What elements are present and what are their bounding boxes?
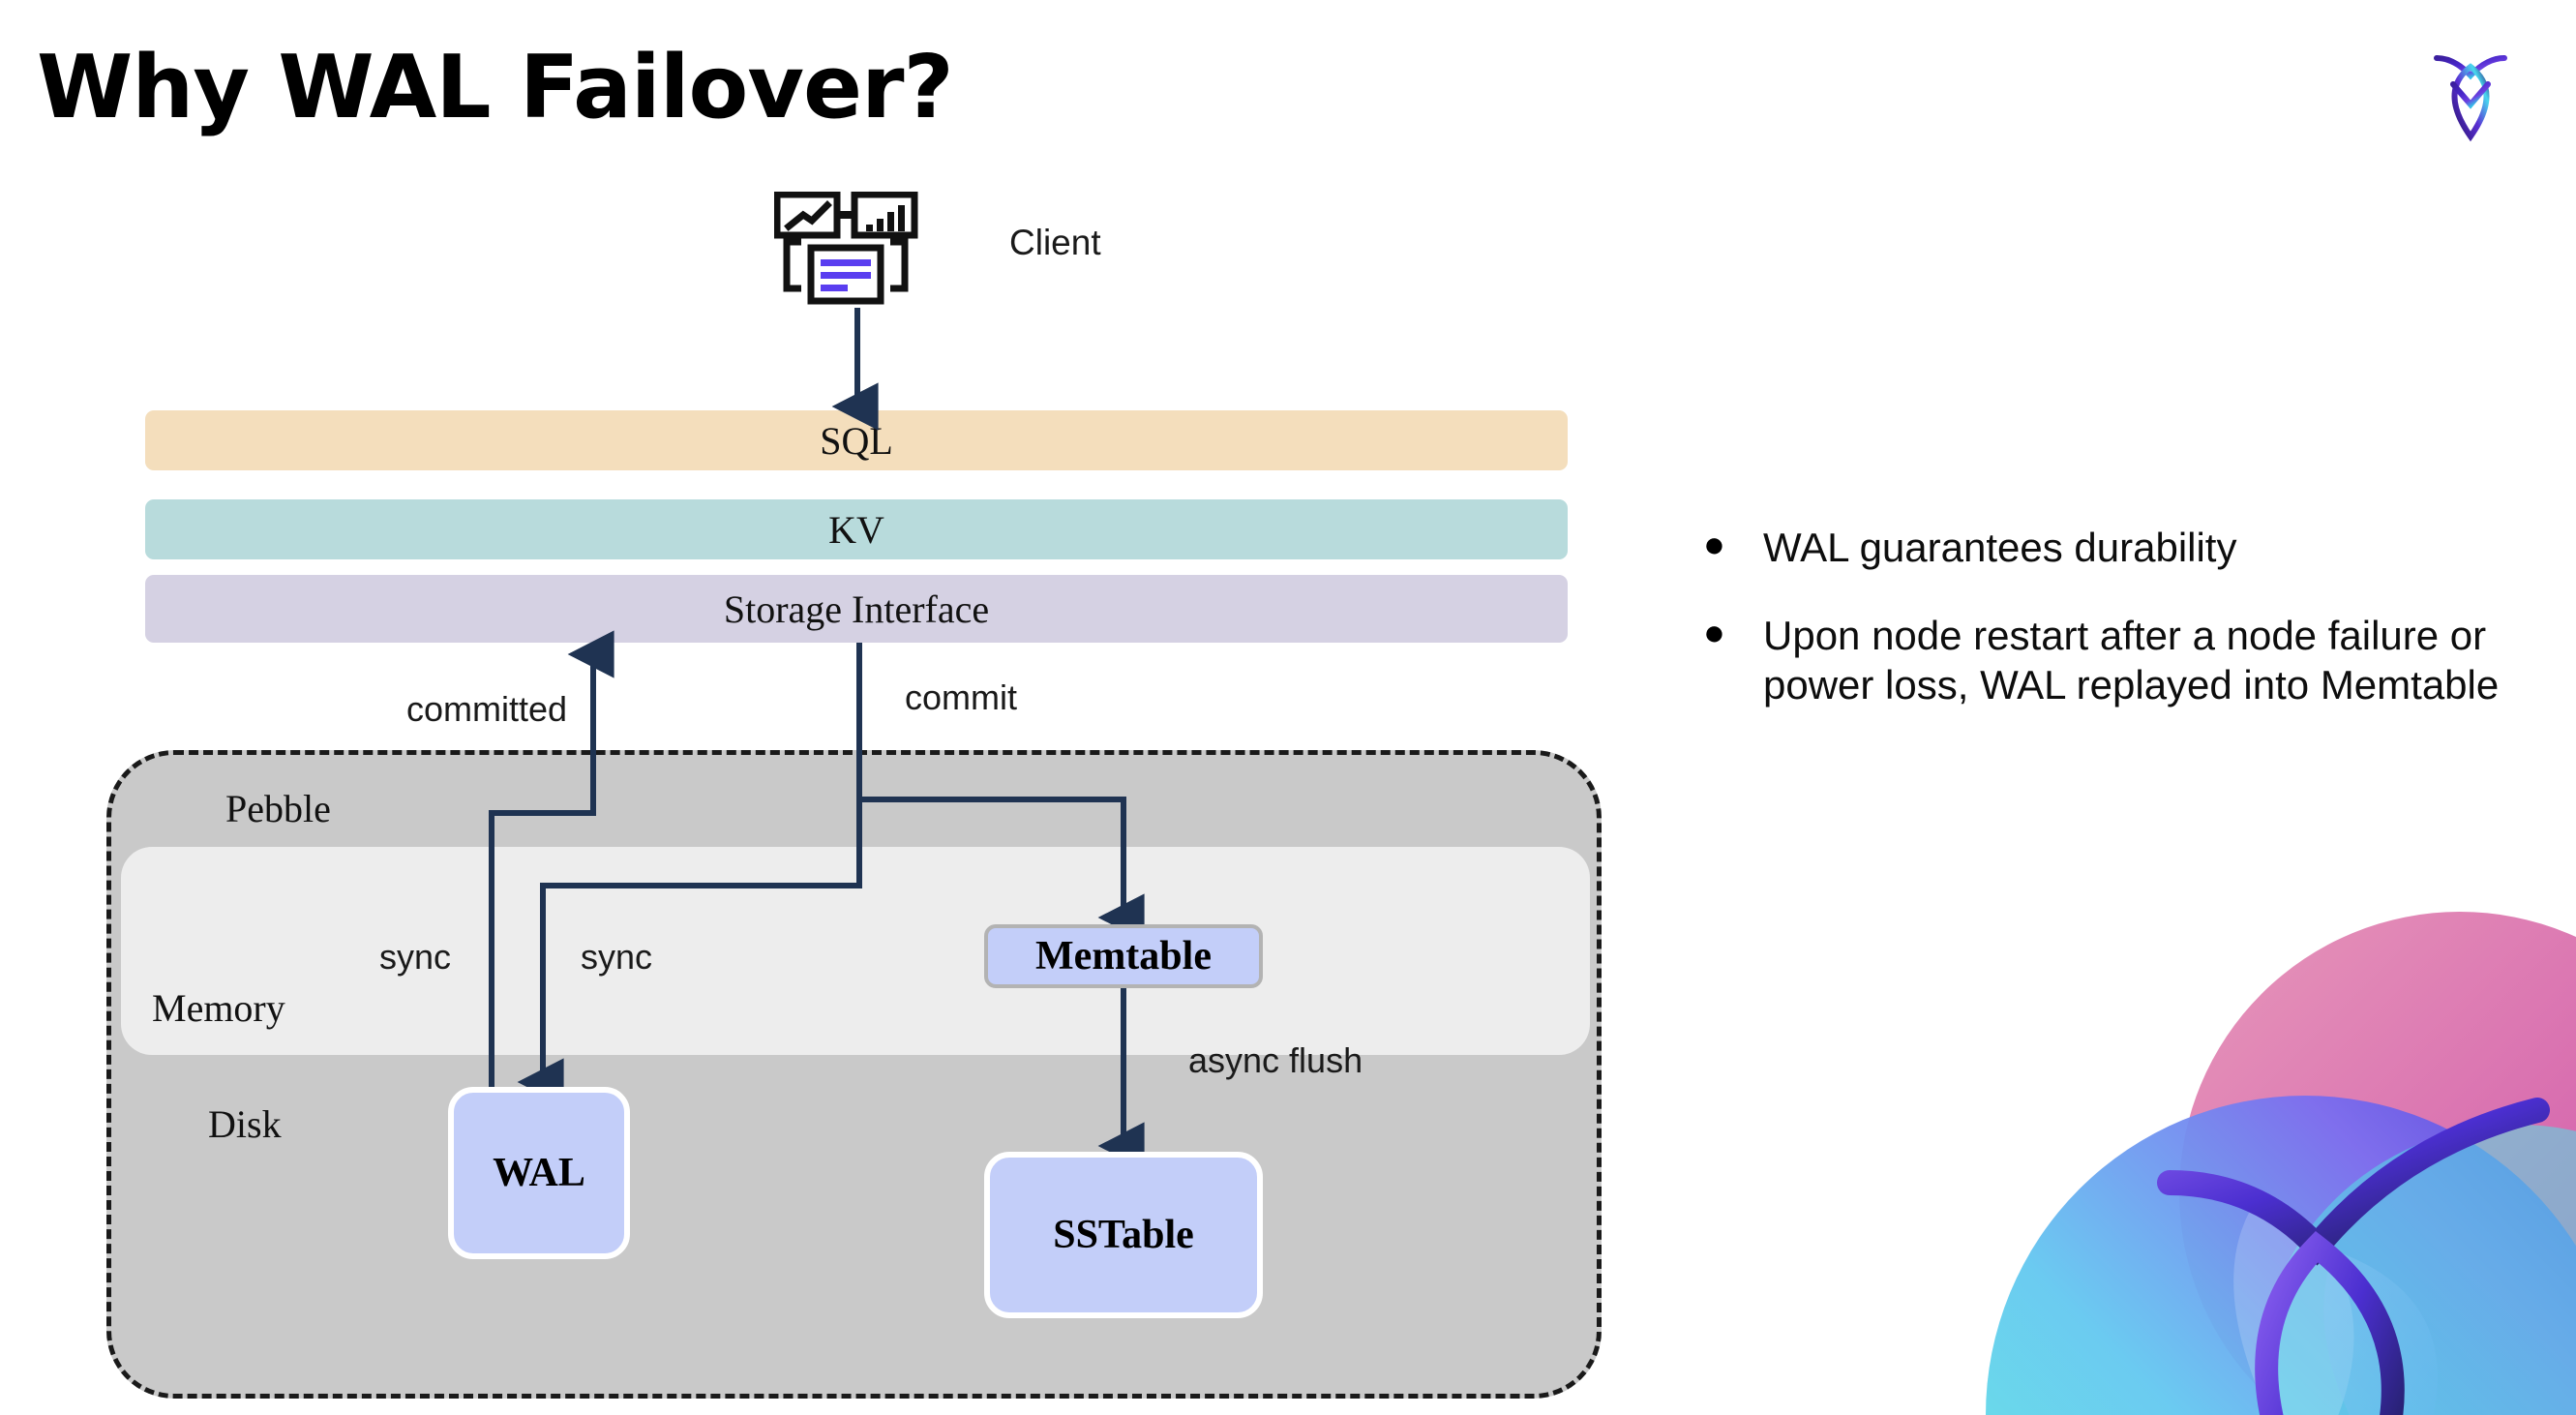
list-item: ● Upon node restart after a node failure… [1703,611,2516,709]
edge-label-sync-right: sync [581,937,653,977]
cockroachdb-logo [2417,37,2524,143]
layer-label-storage-interface: Storage Interface [723,587,990,631]
bullet-list: ● WAL guarantees durability ● Upon node … [1703,523,2516,749]
edge-label-sync-left: sync [379,937,452,977]
layer-bar-storage-interface: Storage Interface [145,575,1568,643]
layer-bar-kv: KV [145,499,1568,559]
node-label-wal: WAL [493,1151,585,1195]
pebble-label: Pebble [225,787,331,830]
node-sstable: SSTable [984,1152,1263,1318]
layer-label-sql: SQL [820,418,893,463]
memory-region [121,847,1590,1055]
list-item: ● WAL guarantees durability [1703,523,2516,572]
node-label-memtable: Memtable [1035,934,1212,978]
layer-bar-sql: SQL [145,410,1568,470]
page-title: Why WAL Failover? [37,37,954,138]
pebble-container [106,750,1602,1399]
client-dashboard-icon [773,191,929,308]
edge-label-committed: committed [406,689,568,729]
disk-label: Disk [208,1102,282,1146]
bullet-text: WAL guarantees durability [1763,525,2237,570]
layer-label-kv: KV [828,507,884,552]
decorative-logo-graphic [1918,902,2576,1415]
bullet-marker: ● [1703,613,1725,654]
client-label: Client [1009,223,1101,262]
bullet-text: Upon node restart after a node failure o… [1763,613,2500,708]
edge-label-commit: commit [905,677,1017,717]
node-memtable: Memtable [984,924,1263,988]
bullet-marker: ● [1703,525,1725,565]
memory-label: Memory [152,986,285,1030]
node-wal: WAL [448,1087,630,1259]
node-label-sstable: SSTable [1053,1213,1194,1257]
edge-label-async-flush: async flush [1188,1040,1363,1080]
